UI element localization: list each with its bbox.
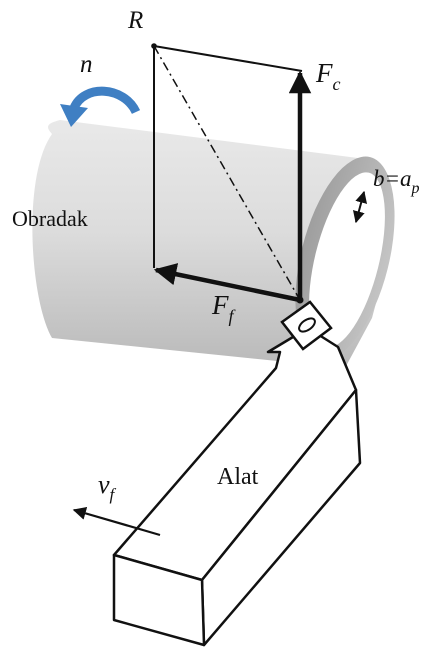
feed-velocity-label: vf (98, 470, 117, 504)
tool-front-face (112, 553, 206, 647)
workpiece-label: Obradak (12, 206, 88, 231)
resultant-label: R (127, 7, 143, 34)
curved-arrow-icon (60, 86, 141, 127)
tool-holder (112, 326, 362, 647)
feed-force-arrow (153, 263, 301, 303)
resultant-origin-dot (151, 43, 157, 49)
rotation-label: n (80, 51, 93, 78)
depth-of-cut-arrow (352, 190, 368, 224)
force-origin-dot (296, 296, 304, 304)
force-diagram (151, 43, 312, 304)
tool-label: Alat (217, 464, 259, 490)
cutting-force-label: Fc (315, 58, 341, 94)
rhombic-insert-icon (280, 300, 333, 351)
force-box-top-line (153, 45, 303, 72)
feed-force-label: Ff (211, 290, 237, 326)
resultant-force-line (153, 45, 301, 301)
workpiece-cylinder (32, 120, 395, 368)
depth-of-cut-label: b=ap (373, 166, 420, 197)
feed-velocity-arrow (72, 506, 161, 537)
